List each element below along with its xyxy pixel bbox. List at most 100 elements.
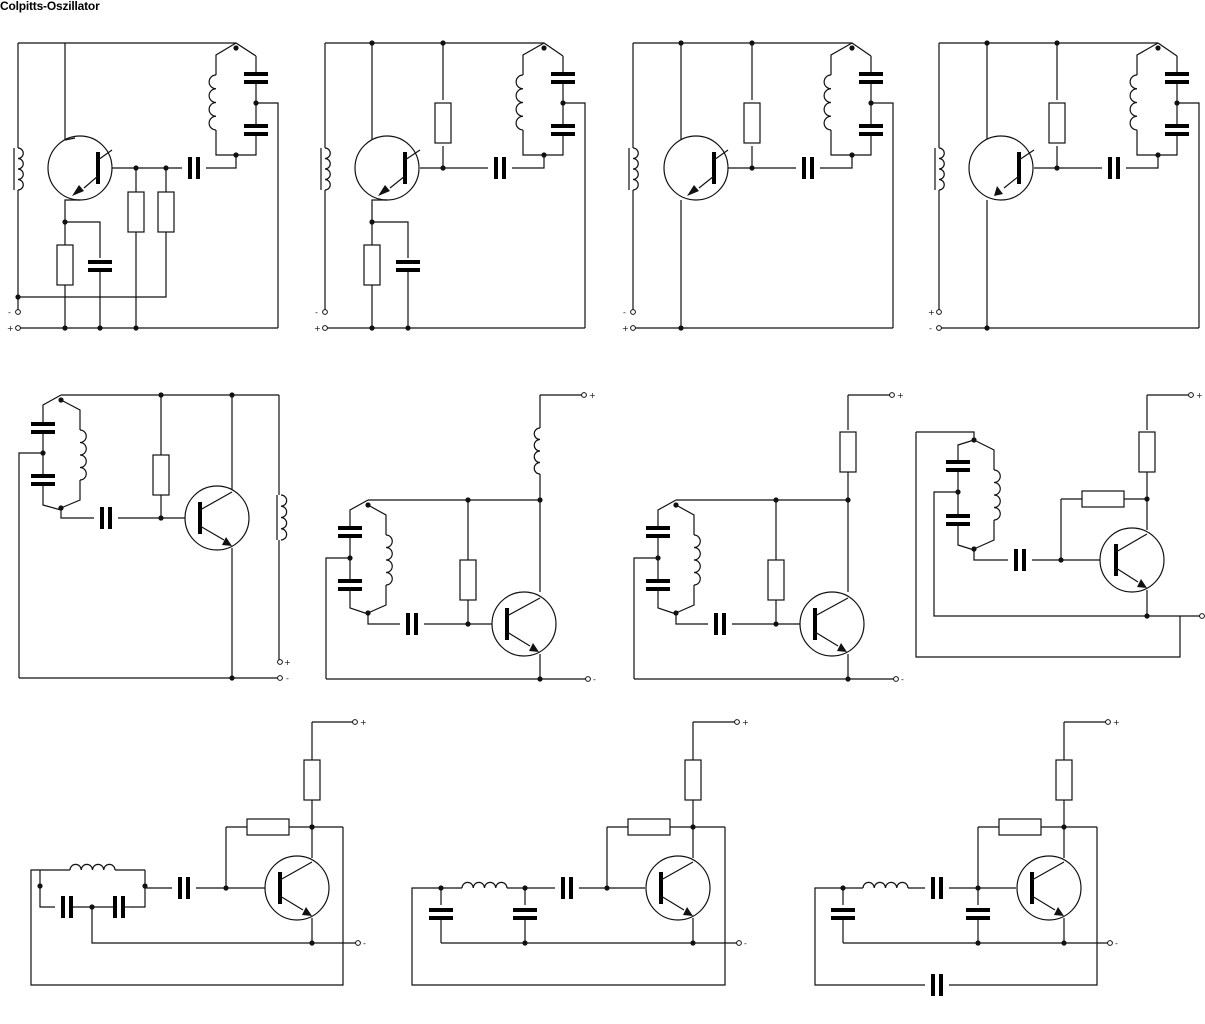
terminal-label-minus: - [286,674,289,683]
capacitor-plate [186,877,190,899]
resistor-symbol [303,759,321,801]
capacitor-symbol [646,579,670,591]
capacitor-plate [551,132,575,136]
junction-dot [1054,165,1060,171]
terminal [352,719,358,725]
terminal [630,309,636,315]
wire [1115,567,1139,583]
capacitor-plate [551,80,575,84]
capacitor-plate [178,877,182,899]
capacitor-plate [551,124,575,128]
junction-dot [1144,496,1150,502]
inductor-coil [938,147,945,191]
emitter-arrow [529,643,539,652]
transistor-base-bar [198,502,202,534]
capacitor-symbol [244,72,268,84]
capacitor-symbol [338,579,362,591]
wire [199,491,233,511]
emitter-arrow [1137,579,1147,588]
transistor-circle [491,591,557,657]
junction-dot [223,885,229,891]
wire [657,591,677,615]
capacitor-plate [244,132,268,136]
wire [1136,42,1159,75]
capacitor-plate [1108,157,1112,179]
terminal [1188,392,1194,398]
wire [65,221,101,258]
wire [256,102,279,328]
wire [713,149,729,161]
junction-dot [845,676,851,682]
wire [1031,895,1056,911]
capacitor-plate [1165,124,1189,128]
capacitor-plate [396,260,420,264]
wire [215,130,236,156]
terminal-label-minus: - [363,939,366,948]
capacitor-plate [396,268,420,272]
wire [404,149,421,161]
capacitor-symbol [551,72,575,84]
wire [30,827,344,986]
capacitor-plate [100,507,104,529]
capacitor-symbol [1014,549,1026,571]
capacitor-plate [338,587,362,591]
wire [349,499,369,526]
capacitor-plate [1022,549,1026,571]
junction-dot [62,325,68,331]
wire [660,895,685,911]
capacitor-symbol [188,157,200,179]
junction-dot [233,45,239,51]
inductor-coil [385,534,393,586]
terminal [277,659,283,665]
capacitor-plate [810,157,814,179]
junction-dot [673,502,679,508]
capacitor-symbol [561,877,573,899]
wire [1126,155,1159,169]
junction-dot [158,515,164,521]
capacitor-plate [831,908,855,912]
transistor-base-bar [1114,544,1118,576]
transistor-circle [264,855,330,921]
capacitor-plate [88,268,112,272]
wire [1115,533,1148,553]
transistor-symbol [968,135,1034,201]
capacitor-symbol [396,260,420,272]
capacitor-plate [414,613,418,635]
capacitor-plate [338,534,362,538]
capacitor-symbol [859,72,883,84]
junction-dot [142,883,148,889]
wire [563,102,586,328]
junction-dot [1058,557,1064,563]
junction-dot [522,940,528,946]
terminal [936,325,942,331]
wire [42,486,62,511]
transistor-base-bar [403,152,407,184]
wire [814,631,839,647]
junction-dot [1061,940,1067,946]
transistor-circle [184,485,250,551]
wire [371,199,387,222]
junction-dot [984,325,990,331]
capacitor-plate [1165,72,1189,76]
capacitor-plate [1116,157,1120,179]
inductor-coil [862,881,909,889]
transistor-base-bar [278,872,282,904]
terminal-label-minus: - [8,308,11,317]
capacitor-plate [646,587,670,591]
capacitor-plate [931,877,935,899]
resistor-symbol [127,191,145,233]
wire [42,394,62,422]
capacitor-symbol [966,908,990,920]
capacitor-plate [946,460,970,464]
wire [957,439,975,460]
transistor-circle [799,591,865,657]
junction-dot [537,676,543,682]
junction-dot [158,392,164,398]
wire [660,861,694,881]
inductor-coil [515,74,524,131]
inductor-coil [69,863,116,871]
wire [349,591,369,615]
emitter-arrow [1054,907,1064,916]
terminal [322,325,328,331]
